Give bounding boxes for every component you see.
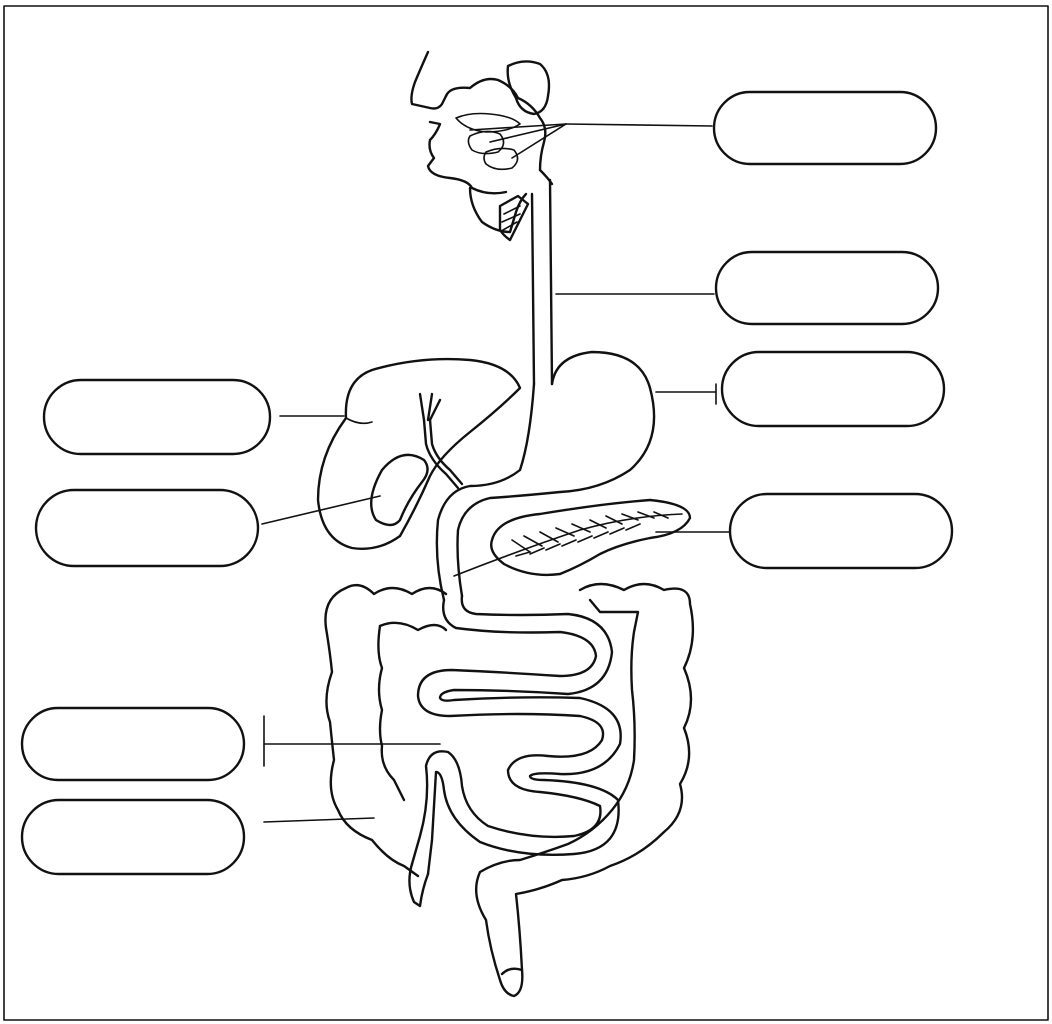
stomach [437,352,654,600]
gallbladder [371,455,427,525]
label-box-salivary-glands[interactable] [714,92,936,164]
label-box-small-intestine[interactable] [22,708,244,780]
salivary-glands [468,61,549,169]
label-box-pancreas[interactable] [730,494,952,568]
label-box-gallbladder[interactable] [36,490,258,566]
appendix [409,864,428,906]
label-box-liver[interactable] [44,380,270,454]
head-outline [411,52,552,232]
label-box-appendix[interactable] [22,800,244,874]
esophagus [532,180,552,384]
large-intestine [325,584,692,996]
label-box-esophagus[interactable] [716,252,938,324]
pancreas [454,500,690,576]
label-box-stomach[interactable] [722,352,944,426]
liver [318,359,520,549]
